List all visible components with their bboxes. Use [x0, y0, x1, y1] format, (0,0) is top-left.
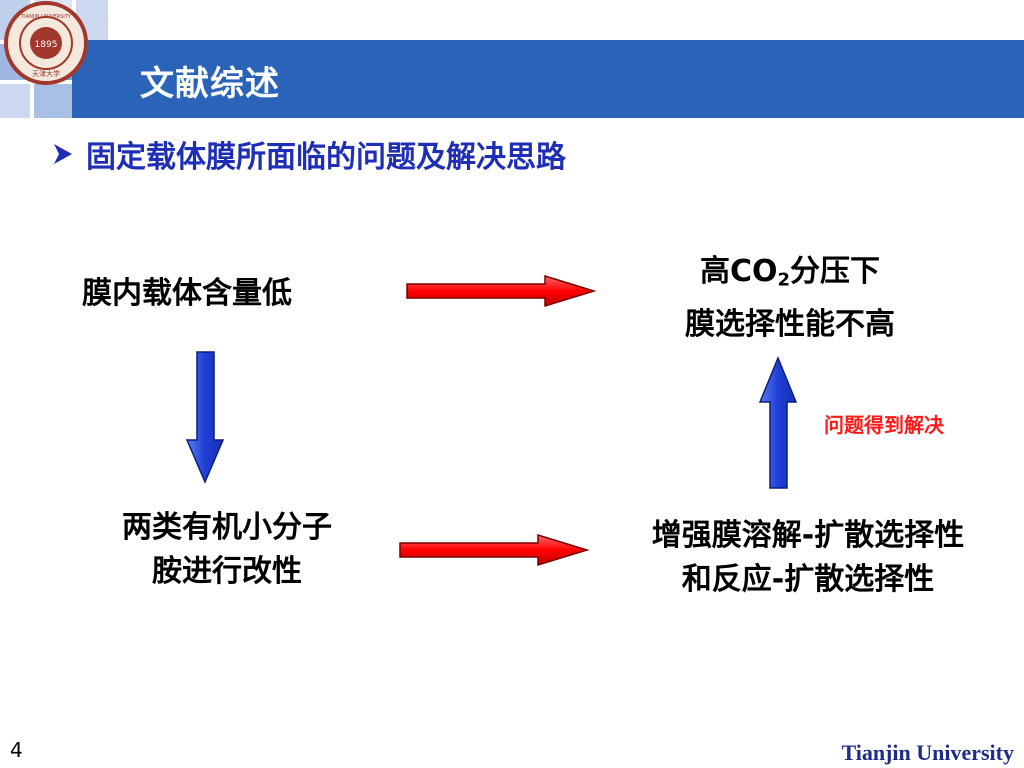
subtitle-row: 固定载体膜所面临的问题及解决思路 — [50, 132, 566, 176]
svg-text:天津大学: 天津大学 — [32, 69, 60, 78]
solution-note: 问题得到解决 — [824, 413, 944, 437]
page-title: 文献综述 — [140, 64, 280, 104]
arrow-low-carrier-to-low-selectivity — [406, 274, 597, 308]
footer-brand: Tianjin University — [841, 740, 1014, 765]
arrow-enhance-to-low-selectivity — [758, 356, 798, 489]
header-band — [72, 40, 1024, 118]
node-high-co2-line: 高CO2分压下 — [699, 254, 881, 291]
node-low-carrier: 膜内载体含量低 — [82, 276, 292, 311]
svg-text:1895: 1895 — [35, 40, 58, 50]
node-enhance-line1: 增强膜溶解-扩散选择性 — [651, 518, 965, 553]
node-amine-modification: 两类有机小分子 胺进行改性 — [82, 506, 372, 594]
node-amine-line2: 胺进行改性 — [152, 554, 302, 589]
arrow-amine-to-enhance — [399, 533, 590, 567]
node-high-co2-low-selectivity: 高CO2分压下 膜选择性能不高 — [640, 250, 940, 347]
node-enhance-selectivity: 增强膜溶解-扩散选择性 和反应-扩散选择性 — [600, 514, 1016, 602]
node-low-selectivity-line: 膜选择性能不高 — [685, 306, 895, 342]
node-amine-line1: 两类有机小分子 — [122, 510, 332, 545]
svg-text:TIANJIN UNIVERSITY: TIANJIN UNIVERSITY — [20, 14, 72, 20]
arrow-right-icon — [54, 144, 72, 164]
arrow-low-carrier-to-amine — [185, 351, 225, 484]
page-number: 4 — [10, 738, 23, 762]
node-enhance-line2: 和反应-扩散选择性 — [681, 562, 935, 597]
slide-subtitle: 固定载体膜所面临的问题及解决思路 — [86, 140, 566, 175]
university-seal-icon: 1895 TIANJIN UNIVERSITY 天津大学 — [4, 1, 88, 85]
